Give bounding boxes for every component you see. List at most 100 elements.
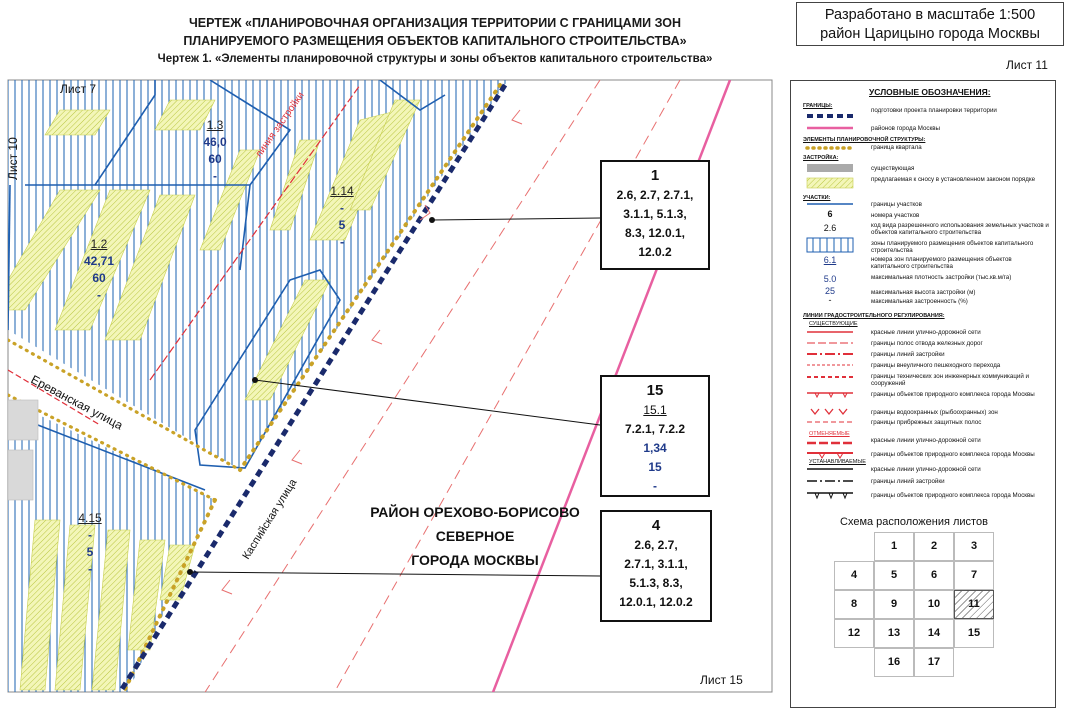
- sheet-cell-6[interactable]: 6: [914, 561, 954, 590]
- project-boundary: [117, 83, 508, 692]
- buildings-demolition-upper: [8, 99, 421, 401]
- legend-pedestrian: границы внеуличного пешеходного перехода: [871, 362, 1001, 369]
- callout-codes: 7.2.1, 7.2.2: [624, 422, 686, 436]
- legend-height-example: 25: [824, 286, 835, 296]
- plot-label-4-15: 4.15 - 5 -: [68, 510, 112, 578]
- legend-pedestrian-symbol: [807, 364, 853, 366]
- legend-height: максимальная высота застройки (м): [871, 289, 976, 296]
- sheet-cell-13[interactable]: 13: [874, 619, 914, 648]
- legend-build-lines-symbol: [807, 353, 853, 355]
- legend-section-lines: ЛИНИИ ГРАДОСТРОИТЕЛЬНОГО РЕГУЛИРОВАНИЯ:: [803, 313, 945, 319]
- callout-codes: 3.1.1, 5.1.3,: [623, 207, 687, 221]
- buildings-demolition-lower: [19, 519, 196, 691]
- legend-est-build-symbol: [807, 480, 853, 482]
- callout-number: 1: [650, 167, 660, 184]
- legend-established-label: УСТАНАВЛИВАЕМЫЕ: [809, 459, 866, 465]
- sheet-cell-5[interactable]: 5: [874, 561, 914, 590]
- legend-section-buildings: ЗАСТРОЙКА:: [803, 155, 839, 161]
- legend-cancelled-red-symbol: [807, 441, 853, 445]
- callout-codes: 2.6, 2.7,: [634, 538, 678, 552]
- callout-number: 15: [646, 382, 664, 399]
- legend-water-symbol: [810, 408, 848, 416]
- callout-codes: 12.0.1, 12.0.2: [619, 595, 693, 609]
- legend-zone-symbol: [806, 237, 854, 253]
- callout-leaders: [189, 217, 601, 577]
- sheet-cell-17[interactable]: 17: [914, 648, 954, 677]
- district-line-2: СЕВЕРНОЕ: [435, 528, 515, 544]
- sheet-cell-14[interactable]: 14: [914, 619, 954, 648]
- sheet-cell-3[interactable]: 3: [954, 532, 994, 561]
- legend-zone-numbers: номера зон планируемого размещения объек…: [871, 256, 1012, 270]
- sheet-cell-15[interactable]: 15: [954, 619, 994, 648]
- plot-id: 1.3: [206, 118, 224, 132]
- block-boundary-1: [238, 83, 502, 472]
- plot-percent: -: [88, 562, 92, 576]
- legend-density-example: 5.0: [823, 274, 837, 284]
- legend-est-build: границы линий застройки: [871, 478, 945, 485]
- callout-point-15[interactable]: [252, 377, 258, 383]
- legend-section-plots: УЧАСТКИ:: [803, 195, 831, 201]
- sheet-cell-7[interactable]: 7: [954, 561, 994, 590]
- legend-density: максимальная плотность застройки (тыс.кв…: [871, 274, 1012, 281]
- callout-block-15[interactable]: 15 15.1 7.2.1, 7.2.2 1,34 15 -: [600, 375, 710, 497]
- legend-red-lines-symbol: [807, 331, 853, 333]
- sheet-cell-11[interactable]: 11: [954, 590, 994, 619]
- callout-codes: 12.0.2: [638, 245, 672, 259]
- callout-codes: 2.7.1, 3.1.1,: [624, 557, 688, 571]
- legend-prep-boundary-symbol: [807, 114, 853, 118]
- sheet-ref-bottom[interactable]: Лист 15: [700, 673, 743, 687]
- legend-cancelled-label: ОТМЕНЯЕМЫЕ: [809, 431, 850, 437]
- plot-id: 1.14: [330, 184, 354, 198]
- plot-density: -: [340, 201, 344, 215]
- legend-cancelled-nature: границы объектов природного комплекса го…: [871, 451, 1035, 458]
- plot-density: 42,71: [83, 254, 115, 268]
- legend-tech-zones-symbol: [807, 376, 853, 378]
- callout-codes: 5.1.3, 8.3,: [629, 576, 683, 590]
- callout-codes: 8.3, 12.0.1,: [624, 226, 686, 240]
- legend-title: УСЛОВНЫЕ ОБОЗНАЧЕНИЯ:: [869, 87, 991, 97]
- callout-point-4[interactable]: [187, 569, 193, 575]
- plot-label-1-14: 1.14 - 5 -: [322, 183, 362, 251]
- scale-line: Разработано в масштабе 1:500: [824, 7, 1036, 23]
- road-chevrons: [221, 109, 523, 595]
- plot-percent: -: [340, 235, 344, 249]
- callout-block-1[interactable]: 1 2.6, 2.7, 2.7.1, 3.1.1, 5.1.3, 8.3, 12…: [600, 160, 710, 270]
- district-line-3: ГОРОДА МОСКВЫ: [411, 552, 539, 568]
- plot-boundaries: [8, 80, 446, 491]
- legend-block-symbol: [805, 146, 855, 150]
- sheet-cell-16[interactable]: 16: [874, 648, 914, 677]
- plot-height: 60: [208, 152, 222, 166]
- legend-demolition: предлагаемая к сносу в установленном зак…: [871, 176, 1036, 183]
- legend-rail-symbol: [807, 342, 853, 344]
- yerevanskaya-street: [8, 338, 242, 502]
- legend-percent: максимальная застроенность (%): [871, 298, 968, 305]
- callout-point-1[interactable]: [429, 217, 435, 223]
- plot-height: 5: [338, 218, 346, 232]
- plot-percent: -: [213, 169, 217, 183]
- plot-height: 60: [92, 271, 106, 285]
- legend-panel: УСЛОВНЫЕ ОБОЗНАЧЕНИЯ: ГРАНИЦЫ: подготовк…: [790, 80, 1056, 708]
- legend-tech-zones: границы технических зон инженерных комму…: [871, 373, 1029, 387]
- legend-plot-numbers: номера участков: [871, 212, 920, 219]
- sheet-cell-12[interactable]: 12: [834, 619, 874, 648]
- legend-cancelled-red: красные линии улично-дорожной сети: [871, 437, 981, 444]
- existing-buildings: [8, 399, 39, 501]
- legend-zones: зоны планируемого размещения объектов ка…: [871, 240, 1034, 254]
- plot-percent: -: [97, 288, 101, 302]
- legend-block-boundary: граница квартала: [871, 144, 922, 151]
- plot-height: 5: [86, 545, 94, 559]
- legend-build-lines: границы линий застройки: [871, 351, 945, 358]
- sheet-ref-left[interactable]: Лист 10: [6, 137, 20, 180]
- sheet-cell-4[interactable]: 4: [834, 561, 874, 590]
- sheet-ref-top[interactable]: Лист 7: [60, 82, 97, 96]
- callout-block-4[interactable]: 4 2.6, 2.7, 2.7.1, 3.1.1, 5.1.3, 8.3, 12…: [600, 510, 712, 622]
- legend-section-elements: ЭЛЕМЕНТЫ ПЛАНИРОВОЧНОЙ СТРУКТУРЫ:: [803, 137, 926, 143]
- sheet-cell-1[interactable]: 1: [874, 532, 914, 561]
- callout-density: 1,34: [643, 441, 667, 455]
- sheet-cell-8[interactable]: 8: [834, 590, 874, 619]
- header-line-3: Чертеж 1. «Элементы планировочной структ…: [157, 53, 713, 65]
- sheet-cell-10[interactable]: 10: [914, 590, 954, 619]
- legend-est-nature-symbol: [807, 492, 853, 500]
- sheet-cell-2[interactable]: 2: [914, 532, 954, 561]
- sheet-cell-9[interactable]: 9: [874, 590, 914, 619]
